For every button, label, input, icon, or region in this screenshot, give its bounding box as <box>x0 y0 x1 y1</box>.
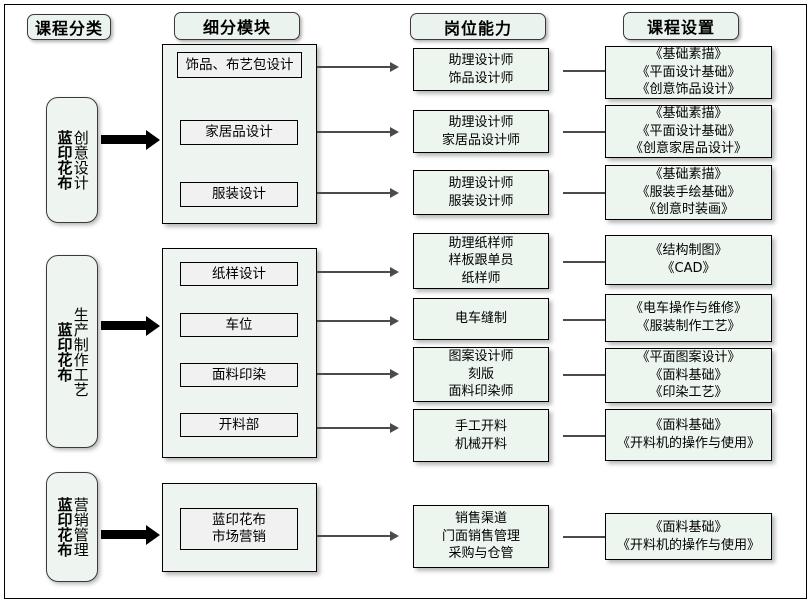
course-label: 《面料基础》 《开料机的操作与使用》 <box>616 519 760 553</box>
header-course-category-label: 课程分类 <box>34 19 103 38</box>
ability-label: 手工开料 机械开料 <box>454 418 507 452</box>
flow-arrow-m1 <box>317 62 400 72</box>
header-course-category: 课程分类 <box>27 14 111 40</box>
course-label: 《结构制图》 《CAD》 <box>649 243 728 276</box>
course-box-1[interactable]: 《基础素描》 《平面设计基础》 《创意饰品设计》 <box>605 46 772 99</box>
course-label: 《基础素描》 《平面设计基础》 《创意家居品设计》 <box>629 106 747 157</box>
module-item-blue-calico-marketing[interactable]: 蓝印花布 市场营销 <box>180 508 298 550</box>
course-label: 《基础素描》 《平面设计基础》 《创意饰品设计》 <box>636 47 741 98</box>
module-item-pattern-design[interactable]: 纸样设计 <box>180 262 298 286</box>
category-1-secondary: 创意设计 <box>71 130 90 190</box>
course-box-8[interactable]: 《面料基础》 《开料机的操作与使用》 <box>605 513 772 560</box>
ability-box-7[interactable]: 手工开料 机械开料 <box>413 409 549 462</box>
module-item-cutting-department[interactable]: 开料部 <box>180 413 298 437</box>
module-item-label: 服装设计 <box>212 186 266 203</box>
category-creative-design: 蓝印花布 创意设计 <box>46 97 98 223</box>
ability-box-8[interactable]: 销售渠道 门面销售管理 采购与仓管 <box>413 505 549 568</box>
course-label: 《面料基础》 《开料机的操作与使用》 <box>616 418 760 451</box>
course-box-7[interactable]: 《面料基础》 《开料机的操作与使用》 <box>605 409 772 461</box>
module-item-label: 纸样设计 <box>212 265 266 282</box>
ability-box-5[interactable]: 电车缝制 <box>413 298 549 340</box>
header-job-ability: 岗位能力 <box>410 13 546 40</box>
course-label: 《平面图案设计》 《面料基础》 《印染工艺》 <box>636 350 741 401</box>
header-course-setting-label: 课程设置 <box>646 18 715 37</box>
ability-label: 图案设计师 刻版 面料印染师 <box>448 349 514 400</box>
course-box-4[interactable]: 《结构制图》 《CAD》 <box>605 235 772 285</box>
flow-arrow-m4 <box>317 267 400 277</box>
ability-box-1[interactable]: 助理设计师 饰品设计师 <box>413 48 549 91</box>
module-item-label: 开料部 <box>218 416 260 433</box>
module-item-label: 面料印染 <box>212 366 266 383</box>
ability-box-6[interactable]: 图案设计师 刻版 面料印染师 <box>413 347 549 402</box>
category-marketing-management: 蓝印花布 营销管理 <box>46 472 98 582</box>
course-label: 《电车操作与维修》 《服装制作工艺》 <box>629 301 747 334</box>
header-course-setting: 课程设置 <box>623 12 739 40</box>
header-sub-module-label: 细分模块 <box>202 18 271 37</box>
module-item-label: 蓝印花布 市场营销 <box>212 512 266 545</box>
module-item-fabric-printing[interactable]: 面料印染 <box>180 363 298 387</box>
flow-arrow-m3 <box>317 188 400 198</box>
ability-box-2[interactable]: 助理设计师 家居品设计师 <box>413 110 549 153</box>
module-item-apparel-design[interactable]: 服装设计 <box>180 182 298 207</box>
ability-label: 电车缝制 <box>454 311 507 327</box>
course-box-3[interactable]: 《基础素描》 《服装手绘基础》 《创意时装画》 <box>605 165 772 220</box>
flow-arrow-m6 <box>317 369 400 379</box>
course-box-6[interactable]: 《平面图案设计》 《面料基础》 《印染工艺》 <box>605 348 772 403</box>
flow-arrow-m8 <box>317 531 400 541</box>
category-2-primary: 蓝印花布 <box>55 321 74 382</box>
course-box-2[interactable]: 《基础素描》 《平面设计基础》 《创意家居品设计》 <box>605 105 772 158</box>
flow-arrow-m2 <box>317 127 400 137</box>
header-job-ability-label: 岗位能力 <box>443 18 512 38</box>
ability-label: 助理纸样师 样板跟单员 纸样师 <box>448 235 514 286</box>
module-item-accessory-design[interactable]: 饰品、布艺包设计 <box>177 52 302 78</box>
module-item-label: 饰品、布艺包设计 <box>185 56 294 73</box>
diagram-border <box>4 4 807 599</box>
thick-arrow-3 <box>101 525 160 545</box>
ability-label: 助理设计师 家居品设计师 <box>441 114 520 148</box>
module-item-label: 车位 <box>225 316 253 333</box>
module-item-label: 家居品设计 <box>205 124 273 141</box>
category-2-secondary: 生产制作工艺 <box>71 306 90 397</box>
ability-box-4[interactable]: 助理纸样师 样板跟单员 纸样师 <box>413 233 549 289</box>
thick-arrow-1 <box>101 130 160 150</box>
category-3-primary: 蓝印花布 <box>55 497 74 557</box>
ability-box-3[interactable]: 助理设计师 服装设计师 <box>413 170 549 215</box>
category-1-primary: 蓝印花布 <box>55 130 74 190</box>
ability-label: 销售渠道 门面销售管理 采购与仓管 <box>441 511 520 562</box>
thick-arrow-2 <box>101 316 160 336</box>
module-item-home-product-design[interactable]: 家居品设计 <box>180 120 298 145</box>
flow-arrow-m7 <box>317 423 400 433</box>
ability-label: 助理设计师 饰品设计师 <box>448 52 514 86</box>
course-label: 《基础素描》 《服装手绘基础》 《创意时装画》 <box>636 167 741 218</box>
category-3-secondary: 营销管理 <box>71 497 90 557</box>
header-sub-module: 细分模块 <box>174 12 300 40</box>
module-item-sewing-station[interactable]: 车位 <box>180 313 298 337</box>
course-box-5[interactable]: 《电车操作与维修》 《服装制作工艺》 <box>605 294 772 342</box>
flow-arrow-m5 <box>317 316 400 326</box>
ability-label: 助理设计师 服装设计师 <box>448 175 514 209</box>
category-production-craft: 蓝印花布 生产制作工艺 <box>46 255 98 448</box>
